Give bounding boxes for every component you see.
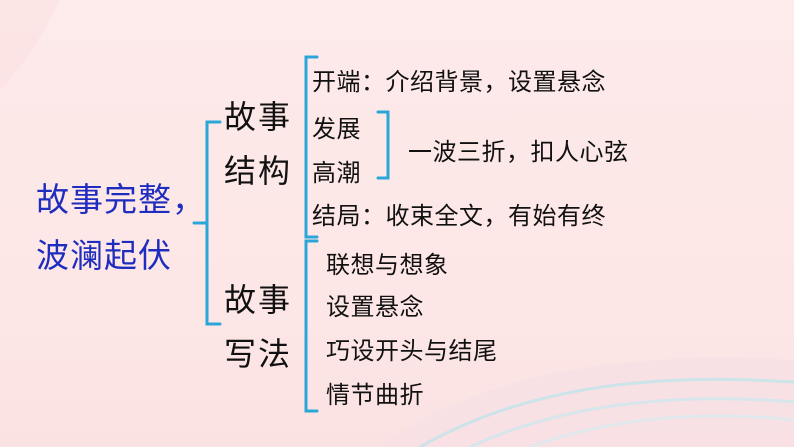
writing-item-suspense: 设置悬念 [326,293,424,321]
structure-bracket [304,55,319,239]
writing-label-line2: 写法 [224,335,293,373]
structure-item-development: 发展 [312,115,361,143]
structure-label-line2: 结构 [224,152,293,190]
writing-item-opening-ending: 巧设开头与结尾 [326,337,498,365]
main-topic-line1: 故事完整， [36,180,206,219]
writing-bracket [304,239,319,413]
main-topic-line2: 波澜起伏 [36,236,172,275]
main-bracket [205,120,222,326]
structure-label-line1: 故事 [224,98,293,136]
writing-label-line1: 故事 [224,281,293,319]
structure-item-opening: 开端：介绍背景，设置悬念 [312,68,606,96]
structure-item-climax: 高潮 [312,159,361,187]
writing-item-imagination: 联想与想象 [326,251,449,279]
writing-item-twists: 情节曲折 [326,381,424,409]
structure-item-ending: 结局：收束全文，有始有终 [312,202,606,230]
structure-group-note: 一波三折，扣人心弦 [408,138,629,166]
climax-bracket [376,110,390,180]
